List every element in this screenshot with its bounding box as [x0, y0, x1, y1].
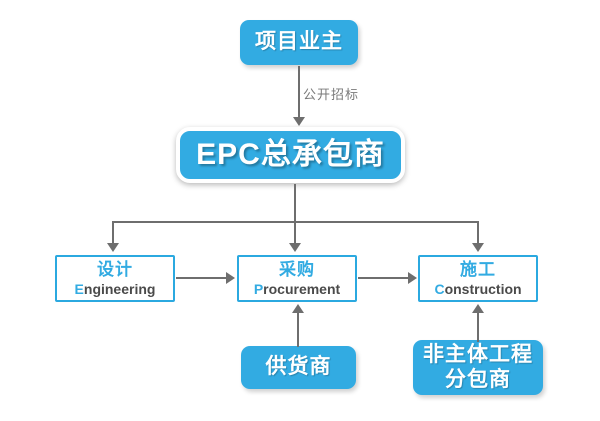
node-engineering-rest: ngineering: [83, 281, 156, 298]
arrowhead-epc-to-engineering: [107, 243, 119, 252]
node-subcontractor-label-line2: 分包商: [445, 367, 511, 391]
node-engineering-label-cn: 设计: [97, 259, 133, 279]
node-construction-initial: C: [434, 281, 445, 298]
node-epc-contractor-label: EPC总承包商: [196, 137, 385, 171]
arrowhead-epc-to-construction: [472, 243, 484, 252]
node-project-owner-label: 项目业主: [255, 30, 343, 54]
connector-procurement-to-construction: [358, 277, 409, 279]
node-epc-contractor[interactable]: EPC总承包商: [176, 127, 405, 183]
connector-engineering-to-procurement: [176, 277, 227, 279]
node-supplier[interactable]: 供货商: [241, 346, 356, 389]
arrowhead-procurement-to-construction: [408, 272, 417, 284]
arrowhead-owner-to-epc: [293, 117, 305, 126]
node-subcontractor-label-line1: 非主体工程: [423, 343, 533, 367]
node-construction-rest: onstruction: [444, 281, 522, 298]
node-engineering[interactable]: 设计 Engineering: [55, 255, 175, 302]
arrowhead-epc-to-procurement: [289, 243, 301, 252]
node-subcontractor[interactable]: 非主体工程 分包商: [413, 340, 543, 395]
node-engineering-initial: E: [74, 281, 84, 298]
connector-epc-trunk: [294, 184, 296, 222]
arrowhead-engineering-to-procurement: [226, 272, 235, 284]
connector-supplier-to-procurement: [297, 312, 299, 347]
arrowhead-supplier-to-procurement: [292, 304, 304, 313]
node-procurement-label-cn: 采购: [279, 259, 315, 279]
connector-epc-to-procurement: [294, 221, 296, 245]
node-procurement-initial: P: [253, 281, 264, 298]
connector-epc-to-construction: [477, 221, 479, 245]
node-procurement-label-en: Procurement: [254, 281, 340, 297]
arrowhead-subcontractor-to-construction: [472, 304, 484, 313]
node-construction-label-en: Construction: [434, 281, 521, 297]
node-construction-label-cn: 施工: [460, 259, 496, 279]
node-project-owner[interactable]: 项目业主: [240, 20, 358, 65]
connector-epc-to-engineering: [112, 221, 114, 245]
node-engineering-label-en: Engineering: [75, 281, 156, 297]
connector-owner-to-epc: [298, 66, 300, 118]
node-construction[interactable]: 施工 Construction: [418, 255, 538, 302]
edge-label-public-bidding: 公开招标: [303, 87, 360, 102]
connector-subcontractor-to-construction: [477, 312, 479, 342]
node-supplier-label: 供货商: [265, 355, 332, 379]
node-procurement-rest: rocurement: [263, 281, 341, 298]
node-procurement[interactable]: 采购 Procurement: [237, 255, 357, 302]
